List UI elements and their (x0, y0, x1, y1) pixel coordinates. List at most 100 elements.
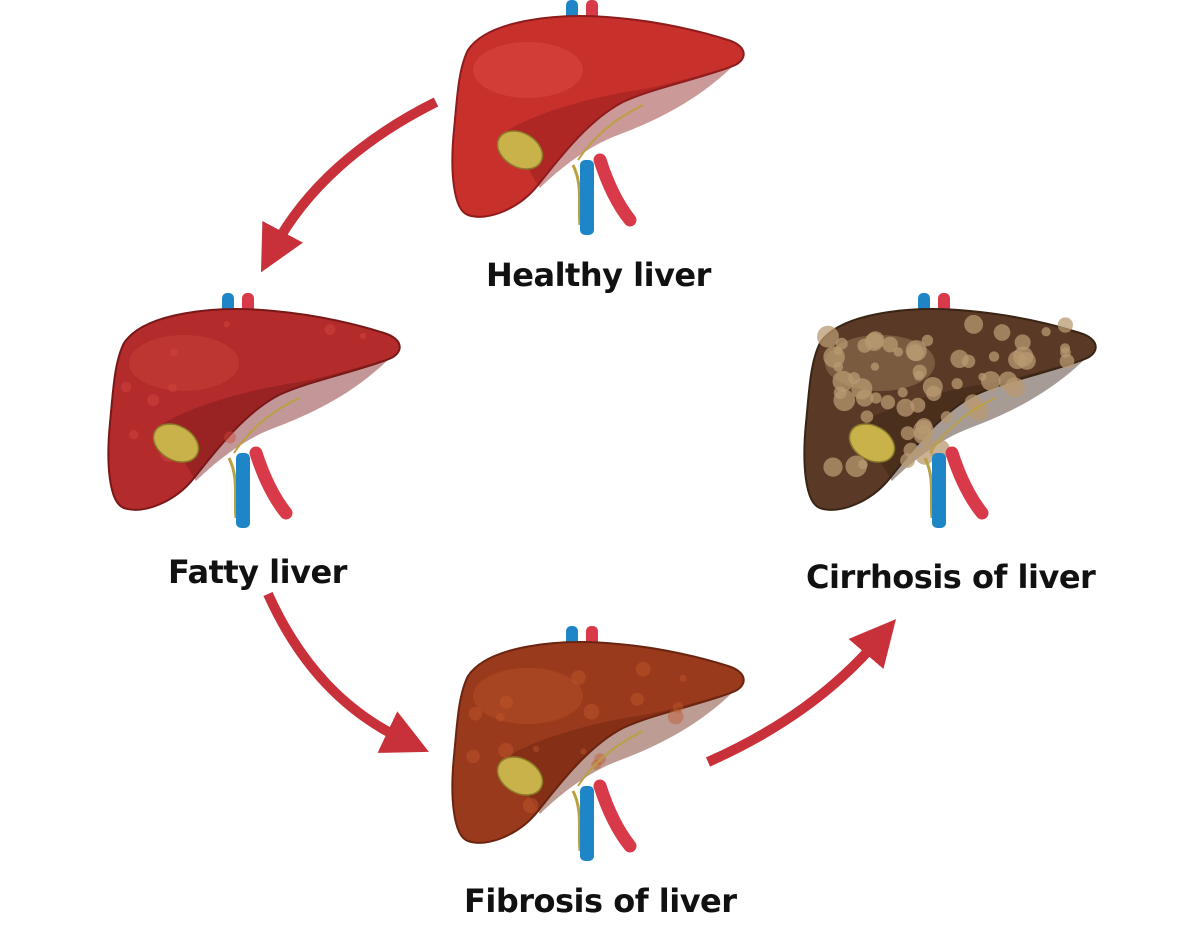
liver-nodule (630, 692, 644, 706)
gallbladder (496, 756, 544, 796)
liver-nodule (964, 314, 984, 334)
liver-nodule (835, 337, 848, 350)
liver-nodule (833, 362, 844, 372)
healthy-liver-label: Healthy liver (486, 256, 711, 294)
bile-duct (923, 457, 934, 519)
arrow-fatty-to-fibrosis (263, 591, 429, 753)
liver-nodule (864, 332, 884, 352)
hepatic-duct (577, 104, 644, 161)
hepatic-duct (233, 397, 300, 454)
liver-nodule (147, 394, 160, 407)
liver-nodule (571, 670, 586, 685)
bile-duct (571, 790, 582, 852)
hepatic-artery-lower (249, 446, 293, 520)
liver-nodule (499, 695, 513, 709)
healthy-liver-illustration (451, 0, 745, 235)
liver-nodule (1060, 347, 1071, 358)
liver-nodule (870, 392, 882, 404)
liver-nodule (635, 661, 651, 677)
liver-nodule (583, 703, 600, 720)
liver-nodule (832, 370, 854, 392)
liver-nodule (833, 389, 856, 412)
liver-nodule (893, 347, 904, 357)
liver-nodule (823, 457, 843, 477)
liver-nodule (860, 410, 874, 423)
hepatic-duct (577, 730, 644, 787)
liver-nodule (912, 364, 927, 379)
liver-nodule (921, 334, 934, 347)
liver-nodule (1014, 334, 1031, 351)
arrow-fibrosis-to-cirrhosis (705, 619, 897, 767)
liver-nodule (496, 712, 505, 722)
bile-duct (571, 164, 582, 226)
liver-nodule (880, 395, 896, 410)
gallbladder (152, 423, 200, 463)
portal-vein (932, 453, 946, 528)
liver-nodule (905, 340, 927, 362)
liver-nodule (940, 411, 953, 423)
liver-nodule (845, 455, 867, 478)
liver-nodule (224, 431, 236, 444)
liver-nodule (910, 397, 926, 413)
fibrosis-of-liver-label: Fibrosis of liver (464, 882, 737, 920)
liver-nodule (900, 426, 915, 441)
gallbladder (496, 130, 544, 170)
hepatic-artery-lower (945, 446, 989, 520)
liver-nodule (913, 420, 934, 441)
liver-nodule (168, 383, 177, 393)
liver-nodule (466, 749, 480, 764)
liver-nodule (580, 748, 587, 755)
fatty-liver-illustration (107, 293, 401, 528)
liver-nodule (223, 321, 230, 328)
liver-nodule (988, 351, 1000, 362)
bile-duct (227, 457, 238, 519)
liver-nodule (672, 702, 684, 713)
liver-nodule (900, 453, 915, 468)
cirrhosis-liver-illustration (803, 293, 1097, 528)
liver-nodule (359, 332, 367, 340)
liver-nodule (498, 742, 514, 758)
liver-nodule (522, 797, 539, 814)
cirrhosis-of-liver-label: Cirrhosis of liver (806, 558, 1096, 596)
liver-nodule (833, 346, 843, 356)
liver-nodule (896, 398, 915, 417)
liver-nodule (1041, 327, 1051, 337)
liver-highlight (129, 335, 239, 391)
arrow-healthy-to-fatty (260, 97, 439, 273)
liver-nodule (129, 430, 139, 440)
fatty-liver-label: Fatty liver (168, 553, 347, 591)
liver-nodule (870, 362, 880, 371)
liver-nodule (993, 324, 1011, 341)
liver-highlight (473, 42, 583, 98)
portal-vein (236, 453, 250, 528)
liver-nodule (897, 387, 908, 398)
liver-highlight (473, 668, 583, 724)
portal-vein (580, 786, 594, 861)
liver-nodule (1059, 353, 1075, 369)
liver-nodule (170, 348, 179, 357)
liver-nodule (922, 376, 943, 397)
portal-vein (580, 160, 594, 235)
liver-nodule (950, 349, 969, 369)
liver-nodule (882, 336, 899, 353)
liver-nodule (679, 674, 687, 682)
liver-nodule (978, 372, 987, 381)
liver-nodule (1057, 317, 1073, 333)
liver-nodule (667, 708, 684, 725)
liver-nodule (468, 706, 483, 721)
liver-nodule (1008, 350, 1027, 370)
liver-nodule (968, 401, 989, 422)
liver-nodule (816, 325, 839, 348)
liver-nodule (951, 378, 963, 390)
gallbladder (848, 423, 896, 463)
liver-nodule (324, 324, 336, 336)
hepatic-duct (929, 397, 996, 454)
liver-nodule (532, 745, 540, 753)
liver-nodule (848, 372, 861, 385)
liver-nodule (120, 381, 132, 393)
hepatic-artery-lower (593, 153, 637, 227)
fibrosis-liver-illustration (451, 626, 745, 861)
liver-nodule (1004, 377, 1025, 398)
